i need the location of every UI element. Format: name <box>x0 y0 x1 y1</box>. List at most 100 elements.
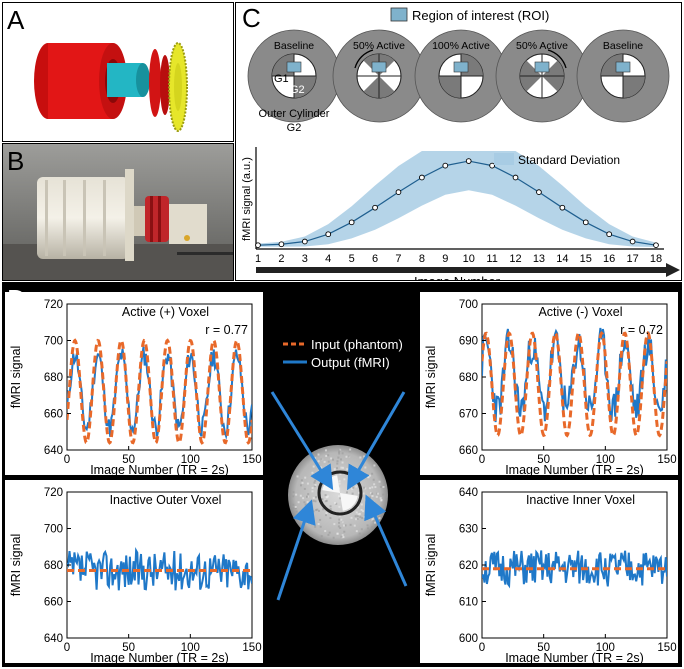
mri-noise <box>360 508 363 511</box>
x-tick-label: 6 <box>372 253 378 265</box>
rotation-arrow <box>354 49 374 69</box>
mri-noise <box>306 495 309 498</box>
dark-quadrant <box>623 76 645 98</box>
y-axis-label: fMRI signal <box>9 346 23 409</box>
std-legend-swatch <box>494 153 514 165</box>
mri-noise <box>297 501 300 504</box>
x-axis-label: Image Number (TR = 2s) <box>90 651 229 665</box>
plot-title: Active (+) Voxel <box>122 305 209 319</box>
y-tick-label: 720 <box>44 299 63 311</box>
y-axis-label: fMRI signal (a.u.) <box>241 157 253 241</box>
mri-noise <box>330 457 333 460</box>
mri-noise <box>320 458 323 461</box>
std-band <box>258 151 656 247</box>
mri-noise <box>315 453 318 456</box>
mri-noise <box>379 497 382 500</box>
mri-noise <box>333 468 336 471</box>
mri-noise <box>331 458 334 461</box>
mri-noise <box>362 473 365 476</box>
mri-noise <box>299 494 302 497</box>
mri-noise <box>355 530 358 533</box>
mri-noise <box>339 526 342 529</box>
mri-noise <box>336 462 339 465</box>
mri-noise <box>311 486 314 489</box>
y-tick-label: 660 <box>44 597 63 609</box>
mri-noise <box>373 464 376 467</box>
mri-noise <box>368 487 371 490</box>
std-legend-label: Standard Deviation <box>518 153 620 167</box>
mri-noise <box>312 496 315 499</box>
mri-noise <box>314 500 317 503</box>
mri-noise <box>318 473 321 476</box>
mri-noise <box>369 474 372 477</box>
plot-title: Inactive Outer Voxel <box>110 493 222 507</box>
mri-noise <box>340 466 343 469</box>
mri-noise <box>341 534 344 537</box>
mri-noise <box>371 495 374 498</box>
mri-noise <box>310 533 313 536</box>
signal-point <box>582 219 589 226</box>
g2-label: G2 <box>290 84 305 96</box>
signal-point <box>536 189 542 195</box>
x-tick-label: 100 <box>596 642 615 654</box>
mri-noise <box>292 503 295 506</box>
mri-noise <box>357 491 360 494</box>
mri-noise <box>360 503 363 506</box>
mri-noise <box>380 499 383 502</box>
mri-noise <box>337 495 340 498</box>
signal-point <box>278 241 285 248</box>
mri-noise <box>313 481 316 484</box>
mri-noise <box>366 524 369 527</box>
mri-noise <box>357 513 360 516</box>
mri-noise <box>348 450 351 453</box>
mri-noise <box>346 491 349 494</box>
mri-noise <box>362 533 365 536</box>
mri-noise <box>314 457 317 460</box>
mri-noise <box>368 496 371 499</box>
phantom-3d-model-illustration <box>34 42 188 132</box>
mri-noise <box>317 460 320 463</box>
mri-noise <box>382 509 385 512</box>
mri-noise <box>338 449 341 452</box>
mri-noise <box>343 478 346 481</box>
mri-bright-quadrant <box>340 493 358 511</box>
x-tick-label: 9 <box>442 253 448 265</box>
panel-c-label: C <box>242 3 261 33</box>
mri-noise <box>294 505 297 508</box>
y-tick-label: 660 <box>44 409 63 421</box>
x-tick-label: 100 <box>596 454 615 466</box>
input-series <box>67 338 252 445</box>
signal-point <box>395 189 402 195</box>
mri-noise <box>329 505 332 508</box>
x-arrow-shaft <box>256 267 668 273</box>
mri-noise <box>372 501 375 504</box>
mri-noise <box>332 536 335 539</box>
x-tick-label: 10 <box>463 253 475 265</box>
mri-noise <box>319 525 322 528</box>
state-label: 50% Active <box>516 40 568 52</box>
mri-noise <box>304 503 307 506</box>
dark-quadrant <box>294 76 316 98</box>
y-tick-label: 640 <box>44 445 63 457</box>
signal-point <box>653 242 659 249</box>
mri-noise <box>356 506 359 509</box>
phantom-photograph <box>3 144 233 280</box>
mri-noise <box>375 495 378 498</box>
mri-noise <box>302 497 305 500</box>
x-tick-label: 100 <box>181 642 200 654</box>
mri-noise <box>363 516 366 519</box>
mri-noise <box>367 474 370 477</box>
mri-noise <box>316 508 319 511</box>
mri-noise <box>311 490 314 493</box>
panel-a-label: A <box>7 5 25 35</box>
mri-noise <box>323 460 326 463</box>
x-tick-label: 18 <box>650 253 662 265</box>
y-tick-label: 680 <box>44 372 63 384</box>
mri-noise <box>362 510 365 513</box>
x-tick-label: 0 <box>64 454 70 466</box>
g1-label: G1 <box>274 73 289 85</box>
y-axis-label: fMRI signal <box>9 534 23 597</box>
roi-legend-label: Region of interest (ROI) <box>412 8 549 23</box>
mri-noise <box>324 530 327 533</box>
